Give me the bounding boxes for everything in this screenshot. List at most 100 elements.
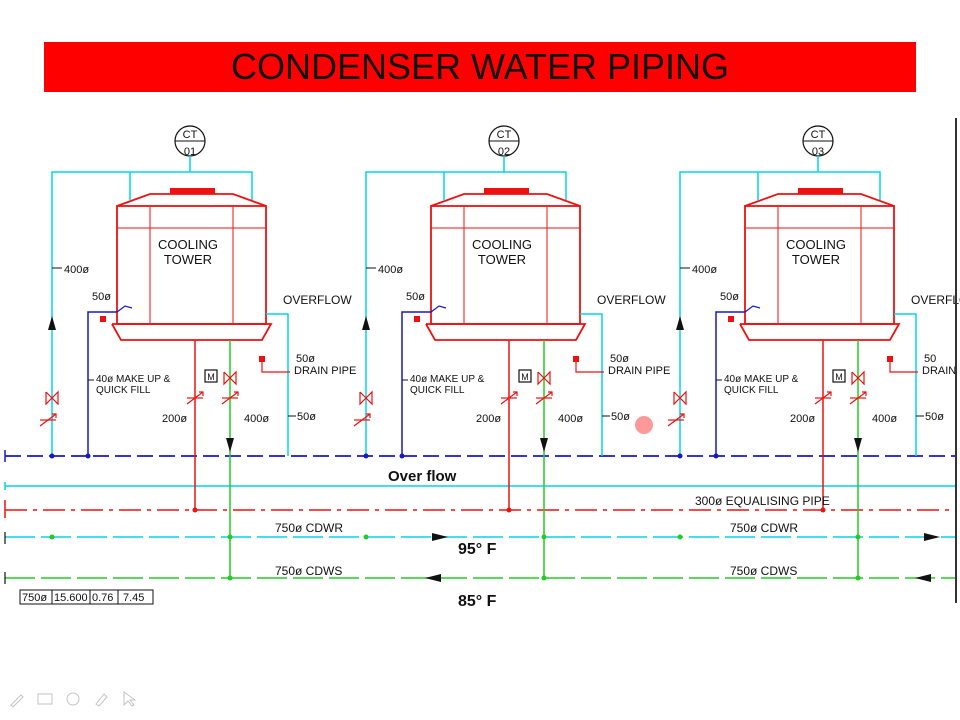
- makeup-valve: [728, 316, 734, 322]
- motor-valve-label: M: [835, 372, 843, 382]
- cdws-arrow-2: [915, 574, 931, 582]
- drain-valve: [573, 356, 579, 362]
- tower-label-cooling: COOLING: [786, 237, 846, 252]
- tower-fan-stack: [798, 188, 843, 194]
- overflow-label: OVERFLO: [911, 293, 960, 307]
- tower-inlet-pipe: [679, 171, 881, 456]
- cdwr-label-2: 750ø CDWR: [730, 521, 798, 535]
- drain-pipe-label: DRAIN: [922, 365, 956, 377]
- title-banner: CONDENSER WATER PIPING: [44, 42, 916, 92]
- drain-pipe: [261, 356, 290, 373]
- drain-pipe: [889, 356, 918, 373]
- inlet-size-label: 400ø: [64, 264, 89, 276]
- cdwr-label-1: 750ø CDWR: [275, 521, 343, 535]
- tower-tag-number: 01: [184, 146, 196, 158]
- overflow-pipe: [580, 313, 603, 456]
- drain-valve: [887, 356, 893, 362]
- outlet-size-label: 400ø: [872, 413, 897, 425]
- drain-size-label: 50: [924, 353, 936, 365]
- tower-tag-type: CT: [497, 129, 512, 141]
- overflow-pipe: [266, 313, 289, 456]
- page-title: CONDENSER WATER PIPING: [230, 46, 730, 87]
- float-valve: [430, 305, 447, 313]
- outlet-size-label: 400ø: [558, 413, 583, 425]
- cdws-arrow-1: [425, 574, 441, 582]
- pipe-junction: [227, 534, 233, 540]
- tower-tag-type: CT: [183, 129, 198, 141]
- inlet-flow-arrow: [676, 316, 684, 330]
- pipe-junction: [541, 534, 547, 540]
- outlet-flow-arrow: [226, 438, 234, 452]
- pipe-junction: [713, 453, 719, 459]
- pipe-junction: [820, 507, 826, 513]
- inlet-check-valve: [667, 413, 685, 427]
- inlet-isolation-valve: [359, 390, 373, 406]
- outlet-isolation-valve: [537, 370, 551, 386]
- bypass-size-label: 200ø: [790, 413, 815, 425]
- outlet-check-valve: [849, 391, 867, 405]
- inlet-check-valve: [39, 413, 57, 427]
- tower-label-tower: TOWER: [164, 252, 212, 267]
- pipe-junction: [677, 534, 683, 540]
- pipe-junction: [506, 507, 512, 513]
- page-edge-line: [955, 118, 957, 603]
- motor-valve-label: M: [207, 372, 215, 382]
- tower-roof: [430, 193, 581, 207]
- bypass-check-valve: [186, 391, 204, 405]
- pipe-junction: [541, 575, 547, 581]
- pipe-junction: [855, 575, 861, 581]
- makeup-valve: [100, 316, 106, 322]
- overflow-label: OVERFLOW: [597, 293, 666, 307]
- outlet-isolation-valve: [223, 370, 237, 386]
- tower-tag-type: CT: [811, 129, 826, 141]
- return-temperature: 95° F: [458, 541, 497, 558]
- pipe-junction: [227, 575, 233, 581]
- makeup-inlet-size: 50ø: [92, 291, 111, 303]
- tower-tag-number: 02: [498, 146, 510, 158]
- screen-icon[interactable]: [36, 690, 54, 708]
- makeup-inlet-size: 50ø: [406, 291, 425, 303]
- pointer-icon[interactable]: [120, 690, 138, 708]
- tower-basin: [739, 323, 901, 341]
- drain-pipe-label: DRAIN PIPE: [294, 365, 356, 377]
- motor-valve-label: M: [521, 372, 529, 382]
- drain-size-label: 50ø: [610, 353, 629, 365]
- overflow-pipe-size: 50ø: [925, 411, 944, 423]
- drain-size-label: 50ø: [296, 353, 315, 365]
- highlighter-icon[interactable]: [92, 690, 110, 708]
- pipe-junction: [363, 534, 369, 540]
- pointer-dot: [635, 416, 653, 434]
- makeup-label-line1: 40ø MAKE UP &: [96, 374, 171, 385]
- outlet-flow-arrow: [854, 438, 862, 452]
- inlet-size-label: 400ø: [692, 264, 717, 276]
- overflow-pipe-size: 50ø: [611, 411, 630, 423]
- eraser-icon[interactable]: [64, 690, 82, 708]
- inlet-size-label: 400ø: [378, 264, 403, 276]
- tower-label-tower: TOWER: [478, 252, 526, 267]
- overflow-label: OVERFLOW: [283, 293, 352, 307]
- outlet-flow-arrow: [540, 438, 548, 452]
- header-labels: Over flow 300ø EQUALISING PIPE 750ø CDWR…: [275, 468, 830, 610]
- makeup-inlet-size: 50ø: [720, 291, 739, 303]
- bypass-size-label: 200ø: [476, 413, 501, 425]
- makeup-pipe: [87, 311, 117, 456]
- tower-inlet-pipe: [365, 171, 567, 456]
- makeup-label-line2: QUICK FILL: [96, 385, 151, 396]
- table-cell-size: 750ø: [22, 592, 47, 604]
- tower-roof: [744, 193, 895, 207]
- pipe-junction: [192, 507, 198, 513]
- makeup-valve: [414, 316, 420, 322]
- pipe-junction: [855, 534, 861, 540]
- tower-label-cooling: COOLING: [472, 237, 532, 252]
- pen-icon[interactable]: [8, 690, 26, 708]
- outlet-size-label: 400ø: [244, 413, 269, 425]
- makeup-pipe: [401, 311, 431, 456]
- float-valve: [116, 305, 133, 313]
- cdws-label-1: 750ø CDWS: [275, 564, 342, 578]
- annotation-toolbar: [8, 690, 138, 708]
- supply-temperature: 85° F: [458, 593, 497, 610]
- outlet-isolation-valve: [851, 370, 865, 386]
